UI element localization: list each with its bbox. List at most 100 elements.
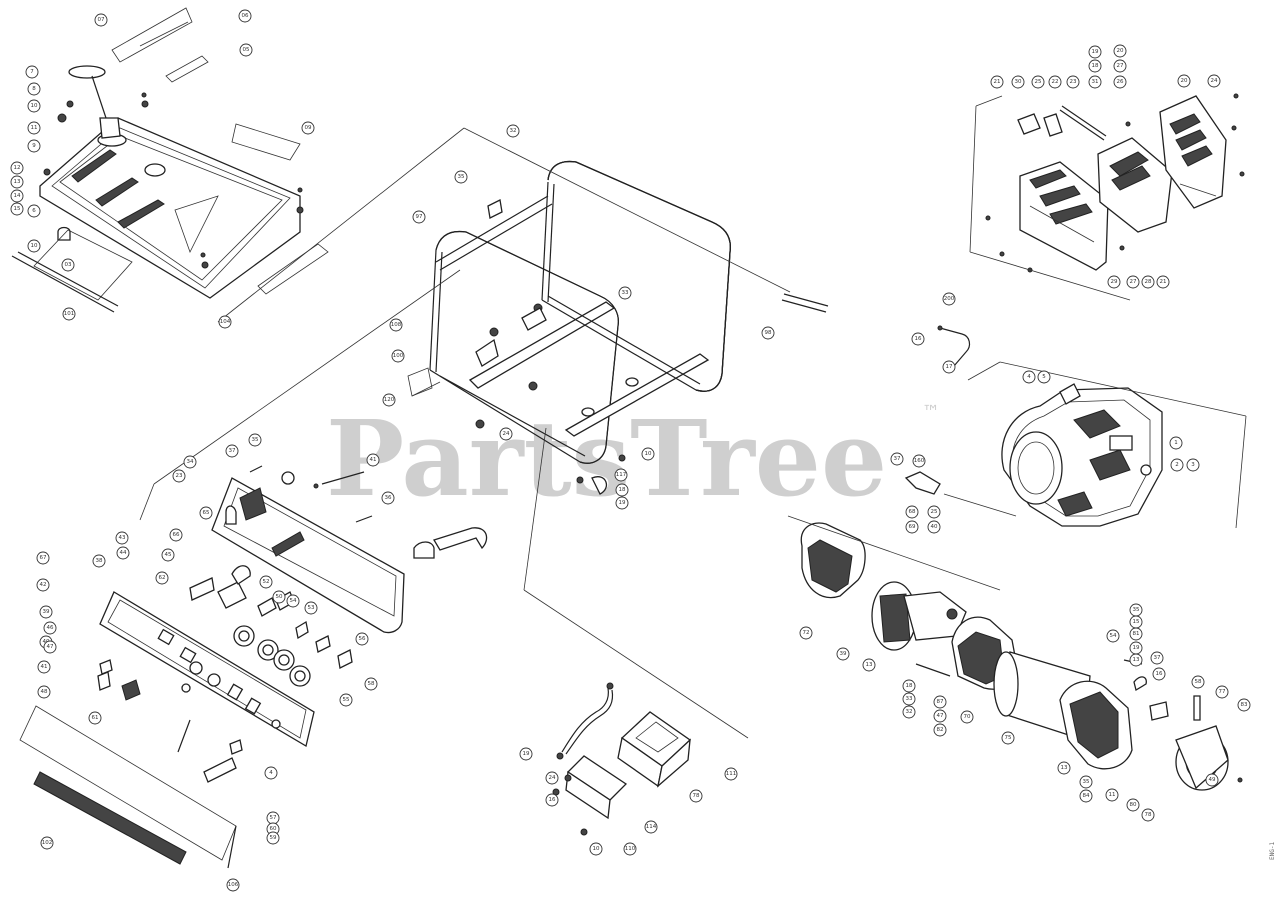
callout-bubble — [1152, 667, 1166, 681]
callout-c95: 4 — [1022, 370, 1036, 384]
callout-label: 104 — [220, 319, 231, 325]
callout-bubble — [226, 878, 240, 892]
callout-bubble — [942, 292, 956, 306]
callout-label: 8 — [32, 86, 36, 92]
callout-c128: 13 — [1057, 761, 1071, 775]
callout-c90: 28 — [1141, 275, 1155, 289]
callout-bubble — [1237, 698, 1251, 712]
callout-c21: 97 — [412, 210, 426, 224]
callout-c132: 80 — [1126, 798, 1140, 812]
callout-c123: 37 — [1150, 651, 1164, 665]
callout-bubble — [1156, 275, 1170, 289]
callout-c35: 36 — [381, 491, 395, 505]
callout-label: 37 — [229, 448, 236, 454]
callout-c61: 4 — [264, 766, 278, 780]
callout-label: 2 — [1175, 462, 1179, 468]
callout-c125: 58 — [1191, 675, 1205, 689]
callout-c65: 102 — [40, 836, 54, 850]
callout-bubble — [25, 65, 39, 79]
callout-label: 09 — [305, 125, 312, 131]
callout-c80: 31 — [1088, 75, 1102, 89]
callout-bubble — [1022, 370, 1036, 384]
callout-label: 110 — [625, 846, 636, 852]
callout-c44: 67 — [36, 551, 50, 565]
callout-bubble — [27, 82, 41, 96]
callout-bubble — [1011, 75, 1025, 89]
callout-bubble — [1141, 275, 1155, 289]
callout-c126: 77 — [1215, 685, 1229, 699]
callout-c4: 05 — [239, 43, 253, 57]
callout-c68: 24 — [545, 771, 559, 785]
callout-bubble — [912, 454, 926, 468]
callout-label: 26 — [1117, 79, 1124, 85]
callout-c89: 27 — [1126, 275, 1140, 289]
callout-c13: 15 — [10, 202, 24, 216]
callout-c100: 37 — [890, 452, 904, 466]
callout-c30: 18 — [615, 483, 629, 497]
callout-c7: 11 — [27, 121, 41, 135]
callout-label: 14 — [14, 193, 21, 199]
callout-label: 70 — [964, 714, 971, 720]
callout-c38: 43 — [115, 531, 129, 545]
callout-label: 35 — [1133, 607, 1140, 613]
callout-label: 77 — [1219, 689, 1226, 695]
callout-label: 28 — [1145, 279, 1152, 285]
callout-label: 60 — [270, 826, 277, 832]
callout-bubble — [259, 575, 273, 589]
callout-bubble — [902, 679, 916, 693]
callout-bubble — [36, 551, 50, 565]
callout-bubble — [1126, 275, 1140, 289]
callout-c8: 9 — [27, 139, 41, 153]
callout-label: 83 — [1241, 702, 1248, 708]
callout-label: 20 — [1181, 78, 1188, 84]
callout-bubble — [615, 483, 629, 497]
callout-label: 10 — [593, 846, 600, 852]
callout-label: 21 — [994, 79, 1001, 85]
callout-bubble — [942, 360, 956, 374]
callout-label: 47 — [47, 644, 54, 650]
callout-label: 27 — [1130, 279, 1137, 285]
callout-label: 12 — [14, 165, 21, 171]
callout-label: 69 — [909, 524, 916, 530]
callout-bubble — [389, 318, 403, 332]
callout-label: 23 — [176, 473, 183, 479]
callout-c3: 7 — [25, 65, 39, 79]
callout-label: 23 — [1070, 79, 1077, 85]
callout-label: 72 — [803, 630, 810, 636]
callout-label: 32 — [510, 128, 517, 134]
callout-bubble — [88, 711, 102, 725]
callout-c26: 120 — [382, 393, 396, 407]
callout-c91: 21 — [1156, 275, 1170, 289]
callout-c33: 35 — [248, 433, 262, 447]
callout-label: 75 — [1005, 735, 1012, 741]
callout-c60: 61 — [88, 711, 102, 725]
callout-label: 37 — [894, 456, 901, 462]
callout-bubble — [890, 452, 904, 466]
callout-label: 20 — [1117, 48, 1124, 54]
callout-bubble — [1088, 45, 1102, 59]
callout-c134: 49 — [1205, 773, 1219, 787]
callout-label: 24 — [503, 431, 510, 437]
callout-bubble — [1205, 773, 1219, 787]
callout-label: 18 — [906, 683, 913, 689]
callout-c77: 25 — [1031, 75, 1045, 89]
callout-bubble — [1079, 789, 1093, 803]
callout-bubble — [1031, 75, 1045, 89]
callout-bubble — [589, 842, 603, 856]
callout-bubble — [286, 594, 300, 608]
callout-label: 78 — [693, 793, 700, 799]
callout-c130: 84 — [1079, 789, 1093, 803]
callout-label: 97 — [416, 214, 423, 220]
callout-c101: 160 — [912, 454, 926, 468]
callout-label: 1 — [1174, 440, 1178, 446]
callout-bubble — [382, 393, 396, 407]
callout-bubble — [1107, 275, 1121, 289]
callout-label: 98 — [765, 330, 772, 336]
callout-bubble — [339, 693, 353, 707]
callout-bubble — [905, 505, 919, 519]
callout-c27: 24 — [499, 427, 513, 441]
frame-group — [407, 160, 829, 495]
callout-bubble — [836, 647, 850, 661]
callout-c51: 58 — [364, 677, 378, 691]
callout-label: 13 — [1133, 657, 1140, 663]
